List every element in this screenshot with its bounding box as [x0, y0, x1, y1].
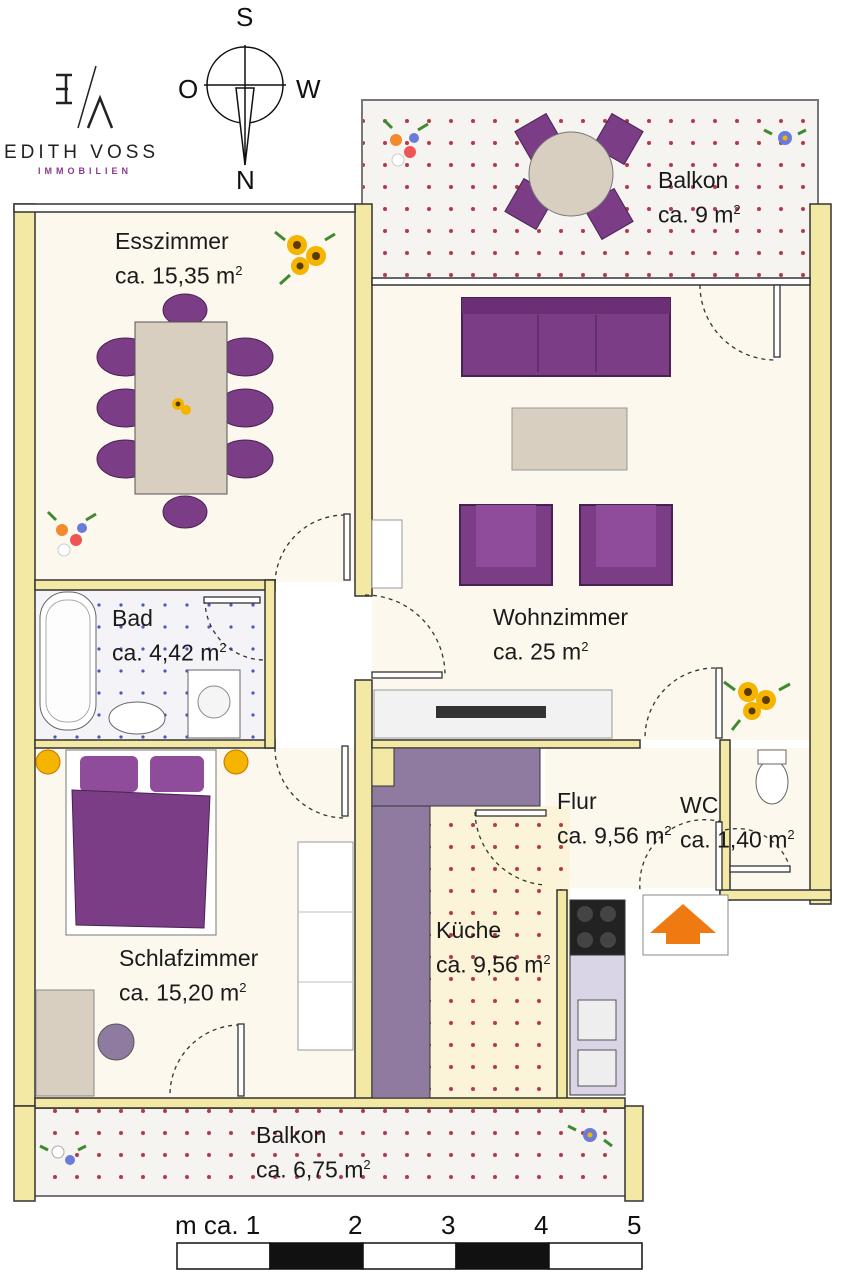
room-label-schlafzimmer: Schlafzimmer ca. 15,20 m2 [119, 943, 258, 1008]
coffee-table [511, 407, 628, 471]
room-area: ca. 15,20 m [119, 979, 240, 1006]
desk-chair [97, 1023, 135, 1061]
bath-sink [108, 701, 166, 735]
compass-east: O [178, 74, 199, 104]
balcony-table-set [504, 112, 644, 241]
wall-middle [354, 203, 373, 597]
flower-bouquet-icon [46, 510, 97, 557]
sunflower-icon [723, 680, 791, 731]
room-name: Balkon [658, 167, 729, 193]
kitchen-counter [371, 747, 541, 807]
scale-tick-5: 5 [627, 1210, 642, 1240]
room-area: ca. 6,75 m [256, 1156, 364, 1183]
room-label-balkon-bottom: Balkon ca. 6,75 m2 [256, 1120, 371, 1185]
cabinet-small [371, 519, 403, 589]
wall-balcony-bottom-left [13, 1105, 36, 1202]
room-label-bad: Bad ca. 4,42 m2 [112, 603, 227, 668]
compass-icon [204, 45, 286, 166]
compass-south: S [236, 2, 254, 32]
scale-tick-3: 3 [441, 1210, 456, 1240]
wall-bath-right [264, 579, 276, 749]
room-name: Bad [112, 605, 153, 631]
room-name: Wohnzimmer [493, 604, 629, 630]
room-area-unit: 2 [219, 640, 227, 655]
wall-left [13, 203, 36, 1107]
room-name: Küche [436, 917, 502, 943]
flur-floor [545, 748, 720, 888]
room-area: ca. 15,35 m [115, 262, 236, 289]
scale-prefix: m ca. 1 [175, 1210, 261, 1240]
wall-top-left [13, 203, 356, 213]
room-area-unit: 2 [787, 827, 795, 842]
room-area-unit: 2 [239, 980, 247, 995]
room-area: ca. 1,40 m [680, 826, 788, 853]
room-area: ca. 9,56 m [436, 951, 544, 978]
wall-wc-bottom [719, 889, 832, 901]
sunflower-icon [274, 230, 336, 286]
flower-bouquet-icon [567, 1124, 613, 1148]
room-name: Esszimmer [115, 228, 229, 254]
wall-balcony-bottom-right [624, 1105, 644, 1202]
flower-bouquet-icon [382, 118, 429, 167]
desk [35, 989, 95, 1097]
room-area: ca. 9,56 m [557, 822, 665, 849]
wardrobe [297, 841, 354, 1051]
room-label-balkon-top: Balkon ca. 9 m2 [658, 165, 741, 230]
room-label-wc: WC ca. 1,40 m2 [680, 790, 795, 855]
tv [436, 706, 546, 718]
sunflower-icon [172, 398, 191, 415]
room-area-unit: 2 [235, 263, 243, 278]
kitchen-counter-left [371, 805, 431, 1099]
brand-name: EDITH VOSS [4, 142, 160, 163]
wall-right [809, 203, 832, 905]
room-area-unit: 2 [363, 1157, 371, 1172]
wall-top-right [371, 277, 811, 286]
entrance-arrow-icon [650, 904, 716, 944]
wall-bath-top [34, 579, 276, 591]
room-name: Schlafzimmer [119, 945, 259, 971]
room-label-wohnzimmer: Wohnzimmer ca. 25 m2 [493, 602, 628, 667]
room-area: ca. 4,42 m [112, 639, 220, 666]
room-area-unit: 2 [581, 639, 589, 654]
wall-kitchen-right [556, 889, 568, 1101]
stove [569, 899, 626, 956]
room-area-unit: 2 [664, 823, 672, 838]
scale-bar [176, 1242, 643, 1270]
room-label-esszimmer: Esszimmer ca. 15,35 m2 [115, 226, 242, 291]
compass-west: W [296, 74, 321, 104]
room-area-unit: 2 [543, 952, 551, 967]
room-area: ca. 25 m [493, 638, 582, 665]
compass-north: N [236, 165, 255, 195]
room-area-unit: 2 [733, 202, 741, 217]
kitchen-cabinet [371, 747, 395, 787]
room-name: Balkon [256, 1122, 327, 1148]
room-name: Flur [557, 788, 597, 814]
kueche-floor [430, 806, 570, 1098]
room-label-kueche: Küche ca. 9,56 m2 [436, 915, 551, 980]
dining-set [96, 293, 274, 529]
room-name: WC [680, 792, 719, 818]
wall-bath-bottom [34, 739, 276, 749]
scale-tick-4: 4 [534, 1210, 549, 1240]
brand-subtitle: IMMOBILIEN [38, 166, 132, 176]
scale-tick-2: 2 [348, 1210, 363, 1240]
logo-mark [56, 65, 114, 129]
room-area: ca. 9 m [658, 201, 734, 228]
wall-middle-lower [354, 679, 373, 1109]
flower-bouquet-icon [763, 128, 807, 145]
wall-bottom [34, 1097, 626, 1109]
room-label-flur: Flur ca. 9,56 m2 [557, 786, 672, 851]
wall-living-bottom [371, 739, 641, 749]
flower-bouquet-icon [39, 1144, 87, 1165]
